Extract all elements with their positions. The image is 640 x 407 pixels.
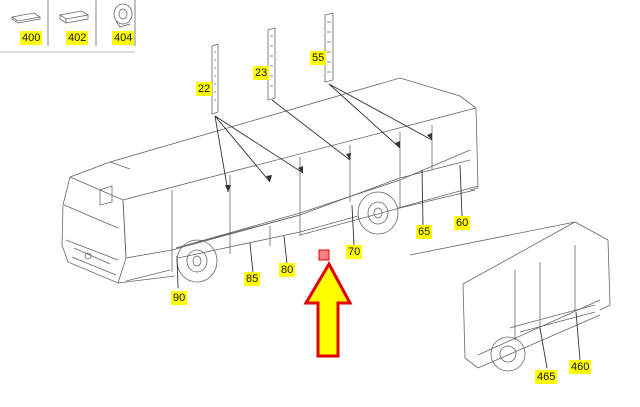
highlight-arrow <box>303 260 353 358</box>
leader-lines <box>176 83 581 369</box>
legend-code-404[interactable]: 404 <box>112 31 135 45</box>
callout-70[interactable]: 70 <box>346 245 363 259</box>
callout-65[interactable]: 65 <box>416 225 433 239</box>
legend-frame <box>0 0 136 53</box>
flat-strip-icon <box>10 12 42 24</box>
callout-60[interactable]: 60 <box>454 216 471 230</box>
bus-detail-outline <box>409 221 611 372</box>
position-marker <box>318 249 330 261</box>
callout-23[interactable]: 23 <box>253 66 270 80</box>
callout-22[interactable]: 22 <box>196 82 213 96</box>
part-23-strip <box>267 27 276 101</box>
part-22-strip <box>211 43 219 115</box>
leader-arrowheads <box>225 133 432 192</box>
tape-roll-icon <box>113 3 133 28</box>
callout-460[interactable]: 460 <box>569 360 592 374</box>
legend-code-402[interactable]: 402 <box>66 31 89 45</box>
legend-code-400[interactable]: 400 <box>20 31 43 45</box>
callout-80[interactable]: 80 <box>279 263 296 277</box>
part-55-strip <box>324 12 334 83</box>
bus-main-outline <box>61 77 479 284</box>
callout-85[interactable]: 85 <box>244 272 261 286</box>
thick-strip-icon <box>58 10 90 24</box>
callout-90[interactable]: 90 <box>171 291 188 305</box>
callout-465[interactable]: 465 <box>535 370 558 384</box>
callout-55[interactable]: 55 <box>310 51 327 65</box>
